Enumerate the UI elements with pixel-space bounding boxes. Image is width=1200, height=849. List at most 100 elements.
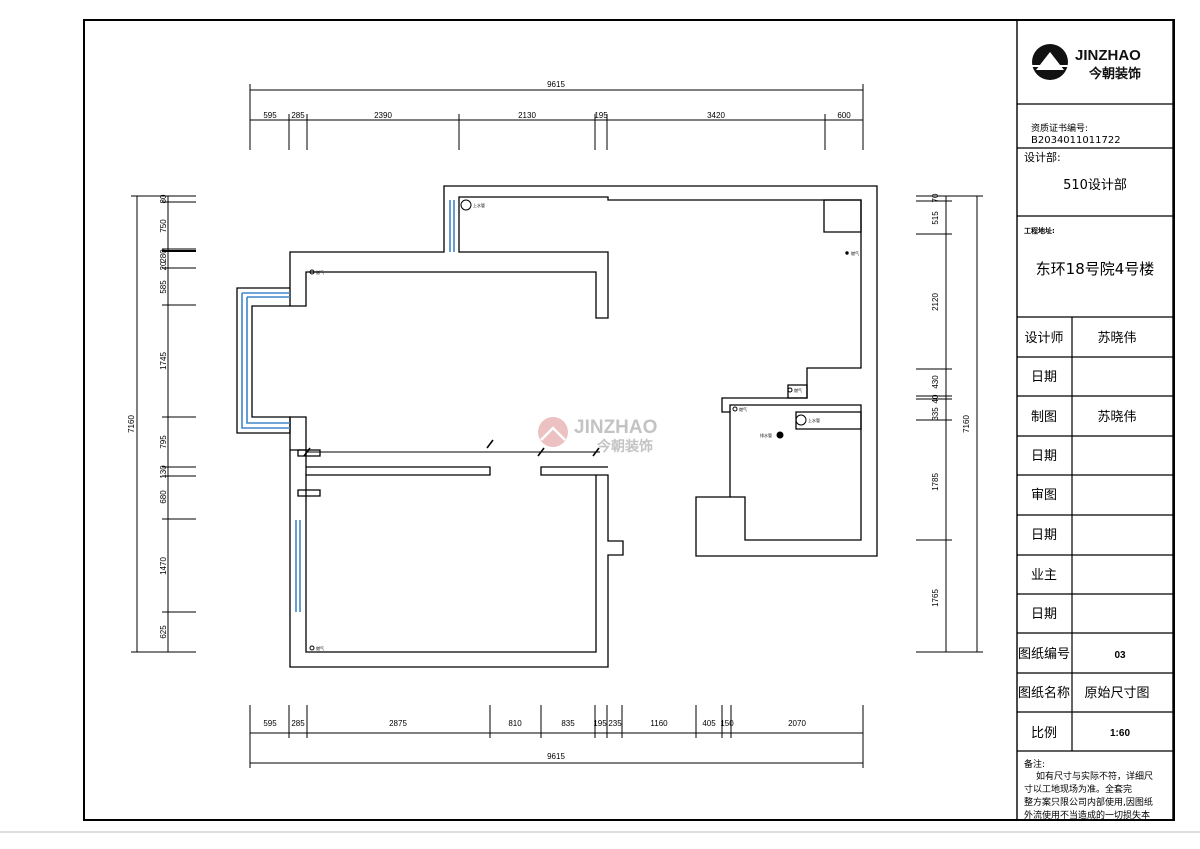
dim-segment: 810	[508, 719, 522, 728]
address-label: 工程地址:	[1024, 226, 1055, 235]
floor-plan	[236, 185, 878, 668]
row-label: 图纸名称	[1018, 685, 1070, 700]
row-label: 比例	[1031, 725, 1057, 740]
fixtures	[309, 199, 849, 651]
window-bay	[241, 293, 290, 429]
row-label: 业主	[1031, 567, 1057, 582]
dim-segment: 795	[159, 435, 168, 449]
dim-segment: 335	[931, 407, 940, 421]
dimension-labels-left: 7160 80 750 280 20 585 1745 795 130 680 …	[127, 194, 168, 639]
bay-window-wall	[236, 287, 291, 434]
row-value: 苏晓伟	[1097, 409, 1136, 424]
dim-segment: 130	[159, 465, 168, 479]
window-bay-inner	[246, 297, 290, 424]
logo-brand: JINZHAO	[1075, 47, 1141, 64]
fixture-label: 上水管	[473, 202, 485, 208]
dim-segment: 195	[593, 719, 607, 728]
fixture-label: 燃气	[739, 406, 747, 412]
tick-marks	[303, 439, 600, 457]
dim-segment: 835	[561, 719, 575, 728]
dim-segment: 150	[720, 719, 734, 728]
dim-segment: 430	[931, 375, 940, 389]
dim-segment: 40	[931, 394, 940, 403]
kitchen-counter	[795, 411, 862, 430]
dim-total: 7160	[962, 415, 971, 433]
dim-segment: 280	[159, 249, 168, 263]
watermark: JINZHAO 今朝装饰	[538, 417, 657, 455]
dim-segment: 1765	[931, 589, 940, 607]
row-value: 1:60	[1110, 728, 1130, 739]
dim-segment: 2130	[518, 111, 536, 120]
cert-label: 资质证书编号:	[1031, 122, 1088, 134]
lower-room-wall	[289, 416, 491, 476]
row-label: 日期	[1031, 369, 1057, 384]
small-door-mark	[297, 489, 321, 497]
brand-logo: JINZHAO 今朝装饰	[1032, 44, 1141, 82]
logo-brand-cn: 今朝装饰	[1088, 66, 1141, 82]
dimension-labels-right: 7160 70 515 2120 430 40 335 1785 1765	[931, 193, 971, 607]
dim-segment: 600	[837, 111, 851, 120]
row-value: 苏晓伟	[1097, 330, 1136, 345]
notes-label: 备注:	[1024, 758, 1045, 770]
dim-total: 9615	[547, 80, 565, 89]
dept-label: 设计部:	[1024, 150, 1061, 164]
watermark-brand: JINZHAO	[574, 417, 657, 438]
gas-icon	[732, 406, 738, 412]
notes-line: 寸以工地现场为准。全套完	[1024, 783, 1132, 795]
gas-icon	[309, 645, 315, 651]
windows	[241, 200, 455, 612]
dim-segment: 2120	[931, 293, 940, 311]
gas-icon	[787, 387, 793, 393]
dim-segment: 80	[159, 194, 168, 203]
dim-segment: 285	[291, 111, 305, 120]
dim-segment: 235	[608, 719, 622, 728]
watermark-brand-cn: 今朝装饰	[596, 438, 653, 455]
watermark-logo-icon	[538, 417, 568, 447]
dim-segment: 1160	[650, 719, 668, 728]
drain-icon	[776, 431, 784, 439]
cert-number: B2034011011722	[1031, 135, 1121, 146]
dim-segment: 1785	[931, 473, 940, 491]
dim-total: 7160	[127, 415, 136, 433]
notes-line: 整方案只限公司内部使用,因图纸	[1024, 796, 1153, 808]
row-label: 日期	[1031, 527, 1057, 542]
address-value: 东环18号院4号楼	[1036, 260, 1155, 278]
row-label: 制图	[1031, 409, 1057, 424]
dimension-lines	[131, 84, 983, 768]
dim-segment: 3420	[707, 111, 725, 120]
row-label: 日期	[1031, 448, 1057, 463]
sheet-frame	[83, 19, 1175, 821]
dim-segment: 595	[263, 719, 277, 728]
row-label: 日期	[1031, 606, 1057, 621]
step-block	[787, 384, 808, 399]
dim-total: 9615	[547, 752, 565, 761]
dim-segment: 195	[594, 111, 608, 120]
fixture-labels: 上水管 上水管 燃气 燃气 燃气 燃气 燃气 排水管	[316, 202, 859, 651]
dim-segment: 680	[159, 490, 168, 504]
small-door-mark-2	[297, 449, 321, 457]
dim-segment: 595	[263, 111, 277, 120]
fixture-label: 燃气	[316, 269, 324, 275]
gas-icon	[309, 269, 315, 275]
lower-room-inner	[305, 475, 597, 653]
fixture-label: 燃气	[794, 387, 802, 393]
vent-icon	[845, 251, 849, 255]
row-label: 图纸编号	[1018, 646, 1070, 661]
fixture-label: 排水管	[760, 432, 772, 438]
title-block: JINZHAO 今朝装饰 资质证书编号: B2034011011722 设计部:…	[1016, 20, 1174, 821]
row-value: 原始尺寸图	[1084, 685, 1149, 700]
fixture-label: 燃气	[316, 645, 324, 651]
dim-segment: 2390	[374, 111, 392, 120]
dim-segment: 625	[159, 625, 168, 639]
notes-line: 外流使用不当造成的一切损失本	[1024, 809, 1150, 821]
kitchen-inner	[729, 404, 862, 541]
dim-segment: 20	[159, 261, 168, 270]
dim-segment: 70	[931, 193, 940, 202]
dim-segment: 2875	[389, 719, 407, 728]
dim-segment: 285	[291, 719, 305, 728]
water-pipe-icon	[460, 199, 472, 211]
dimension-labels-bottom: 595 285 2875 810 835 195 235 1160 405 15…	[263, 719, 806, 761]
dim-segment: 750	[159, 219, 168, 233]
dim-segment: 1470	[159, 557, 168, 575]
dim-segment: 515	[931, 211, 940, 225]
